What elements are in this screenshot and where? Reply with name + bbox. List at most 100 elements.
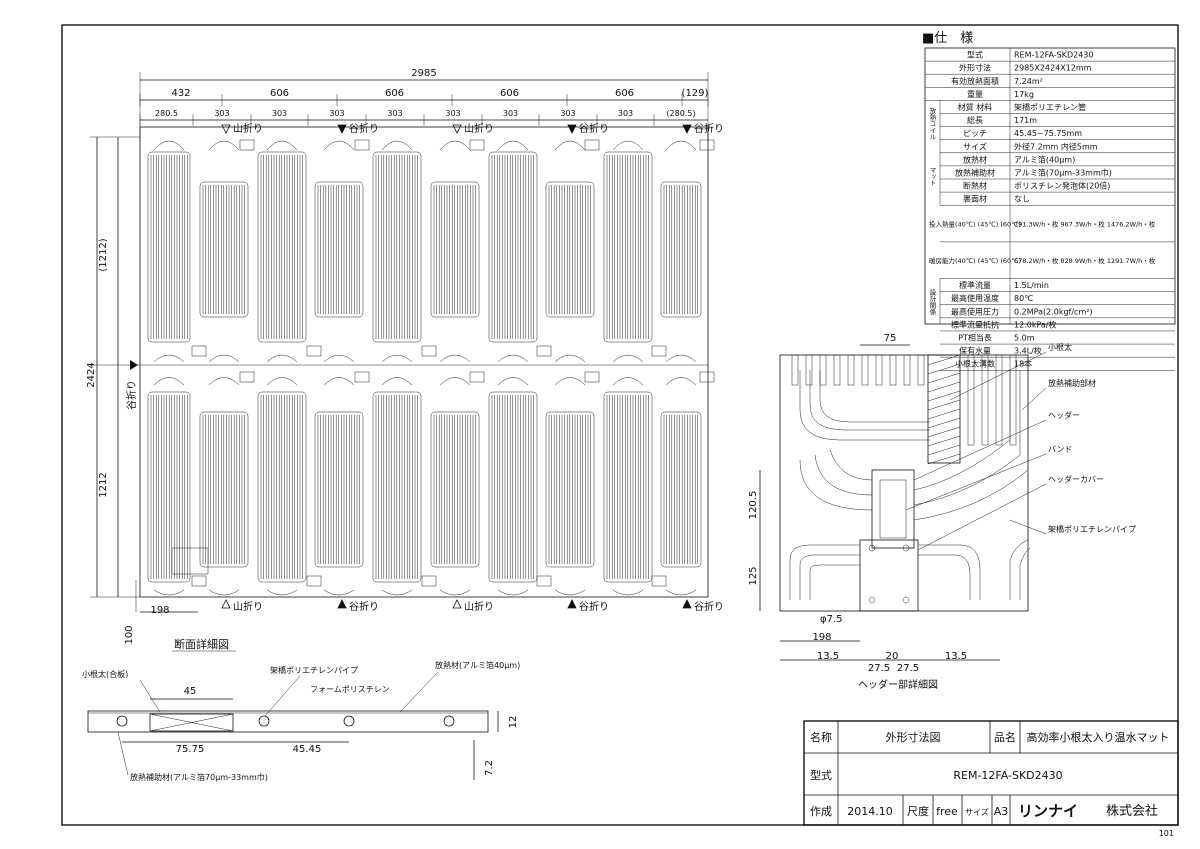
- fold-label-top: 谷折り: [349, 122, 379, 135]
- header-connector: [421, 345, 437, 357]
- fold-marker: [452, 124, 462, 134]
- spec-row-category: マット: [928, 166, 936, 186]
- hd-dim-75: 75: [884, 333, 897, 344]
- fold-label-left: 谷折り: [125, 380, 138, 410]
- hd-strip: [995, 354, 1003, 446]
- hd-strip: [889, 354, 897, 386]
- spec-row-label: 型式: [967, 50, 983, 60]
- spec-row: 放熱材アルミ箔(40μm)マット: [928, 154, 1075, 186]
- header-connector: [191, 345, 207, 357]
- header-connector: [699, 139, 715, 151]
- fold-label-bottom: 谷折り: [694, 600, 724, 613]
- hd-strip: [917, 354, 925, 386]
- coil-panel: [147, 151, 191, 343]
- tb-product-label: 品名: [994, 730, 1016, 744]
- spec-row-value: 171m: [1014, 116, 1037, 125]
- section-dim-4545: 45.45: [293, 744, 322, 755]
- spec-heading: ■仕 様: [922, 31, 973, 46]
- section-dim-45: 45: [184, 686, 197, 697]
- header-connector: [239, 139, 255, 151]
- dim-height-total: 2424: [86, 362, 97, 387]
- coil-panel: [372, 151, 422, 343]
- fold-marker: [337, 124, 347, 134]
- hd-dim-125: 125: [748, 566, 759, 585]
- hd-label-band: バンド: [1048, 445, 1072, 454]
- fold-marker: [567, 599, 577, 609]
- hd-dim-135a: 13.5: [817, 651, 839, 662]
- coil-panel: [660, 181, 702, 318]
- spec-row-label: 重量: [967, 89, 983, 99]
- hd-strip: [847, 354, 855, 386]
- spec-row-value: なし: [1014, 195, 1030, 204]
- tb-product-value: 高効率小根太入り温水マット: [1027, 730, 1170, 744]
- spec-row-value: 12.0kPa/枚: [1014, 319, 1057, 329]
- dim-height-upper: (1212): [98, 238, 109, 271]
- coil-panel: [430, 181, 480, 318]
- coil-panel: [314, 411, 364, 568]
- coil-panel: [257, 151, 307, 343]
- hd-dim-275b: 27.5: [897, 663, 919, 674]
- section-title: 断面詳細図: [174, 637, 229, 651]
- header-detail: 小根太 放熱補助部材 ヘッダー バンド ヘッダーカバー 架橋ポリエチレンパイプ …: [748, 333, 1136, 691]
- spec-row-label: 放熱補助材: [955, 167, 995, 177]
- dim-segment-sub: 280.5: [155, 109, 178, 118]
- spec-row-value: ポリスチレン発泡体(20倍): [1014, 181, 1110, 191]
- spec-row-label: 標準流量: [959, 280, 991, 290]
- hd-title: ヘッダー部詳細図: [858, 678, 938, 691]
- spec-row-value: 3.4L/枚: [1014, 346, 1042, 356]
- fold-marker: [567, 124, 577, 134]
- spec-row-value: アルミ箔(70μm-33mm巾): [1014, 167, 1112, 177]
- mat-outline: [139, 126, 709, 598]
- coil-panel: [488, 391, 538, 583]
- header-connector: [421, 575, 437, 587]
- fold-marker: [221, 599, 231, 609]
- hd-label-aux: 放熱補助部材: [1048, 378, 1096, 388]
- header-connector: [239, 371, 255, 383]
- section-joist-box: [149, 713, 234, 732]
- tb-made-value: 2014.10: [847, 805, 893, 818]
- spec-row: 投入熱量(40℃) (45℃) (60℃)791.3W/h・枚 967.3W/h…: [929, 220, 1156, 229]
- hd-dim-1205: 120.5: [748, 491, 759, 520]
- hd-strip: [981, 354, 989, 446]
- sheet-border: [61, 24, 1179, 826]
- spec-row-value: 45.45~75.75mm: [1014, 129, 1082, 138]
- hd-dim-275a: 27.5: [868, 663, 890, 674]
- spec-row-label: 投入熱量(40℃) (45℃) (60℃): [929, 220, 1021, 229]
- spec-row: 裏面材なし: [963, 194, 1030, 204]
- section-dim-7575: 75.75: [176, 744, 205, 755]
- dim-segment-top: 606: [615, 88, 634, 99]
- fold-label-bottom: 谷折り: [349, 600, 379, 613]
- hd-label-pipe: 架橋ポリエチレンパイプ: [1048, 524, 1136, 534]
- coil-panel: [545, 411, 595, 568]
- spec-row: サイズ外径7.2mm 内径5mm: [963, 141, 1098, 151]
- coil-panel: [603, 391, 653, 583]
- dim-segment-sub: 303: [329, 109, 344, 118]
- coil-panel: [603, 151, 653, 343]
- coil-panel: [199, 411, 249, 568]
- spec-row: 材質 材料架橋ポリエチレン管放熱コイル: [928, 102, 1086, 140]
- section-label-aux: 放熱補助材(アルミ箔70μm-33mm巾): [130, 772, 268, 782]
- dim-segment-top: 606: [385, 88, 404, 99]
- fold-label-top: 谷折り: [579, 122, 609, 135]
- hd-header: [871, 469, 915, 549]
- fold-marker: [452, 599, 462, 609]
- header-connector: [306, 575, 322, 587]
- spec-row-label: 小根太溝数: [955, 359, 995, 369]
- section-pipe: [343, 715, 355, 727]
- hd-strip: [791, 354, 799, 386]
- spec-row: 断熱材ポリスチレン発泡体(20倍): [963, 181, 1110, 191]
- fold-marker: [682, 124, 692, 134]
- spec-row-label: 最高使用圧力: [951, 306, 999, 316]
- dim-segment-sub: 303: [214, 109, 229, 118]
- tb-model-value: REM-12FA-SKD2430: [953, 769, 1062, 782]
- spec-row-value: REM-12FA-SKD2430: [1014, 51, 1093, 60]
- hd-strip: [861, 354, 869, 386]
- spec-row: 暖房能力(40℃) (45℃) (60℃)678.2W/h・枚 828.9W/h…: [929, 256, 1156, 265]
- header-connector: [354, 139, 370, 151]
